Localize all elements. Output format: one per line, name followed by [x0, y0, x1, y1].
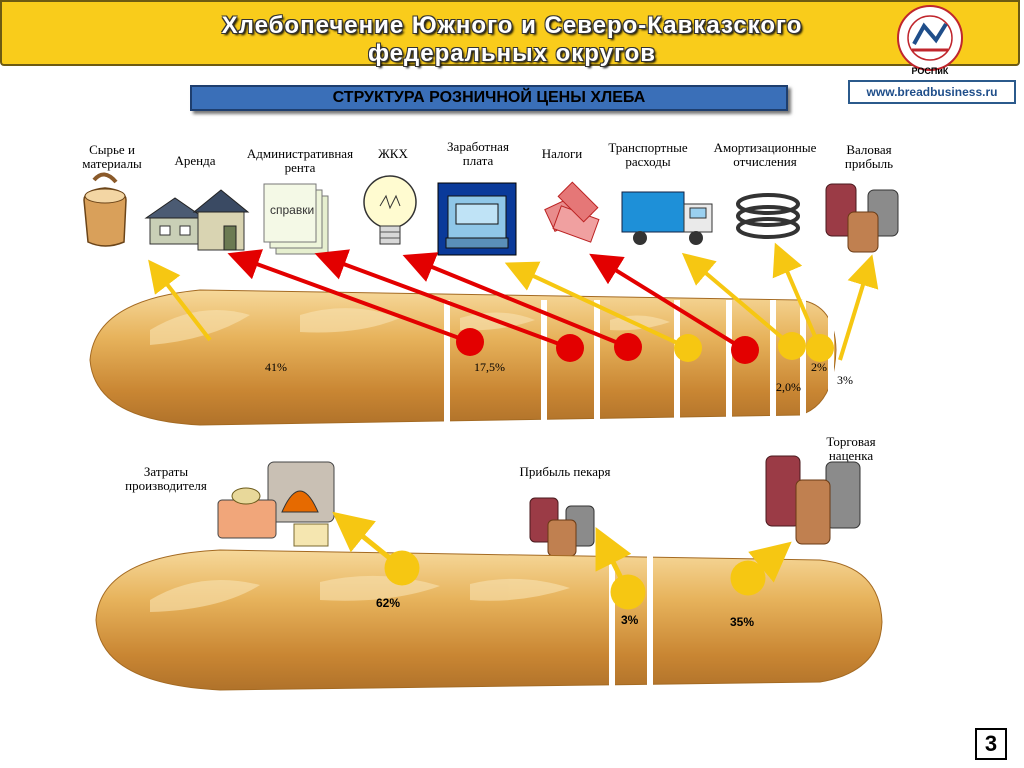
truck-icon [621, 191, 713, 245]
raw-materials-icon [83, 172, 127, 247]
pct-rent: 17,5% [474, 360, 505, 374]
spring-icon [736, 193, 800, 239]
pct-depreciation-share: 2% [811, 360, 827, 374]
section-title: СТРУКТУРА РОЗНИЧНОЙ ЦЕНЫ ХЛЕБА [190, 85, 788, 111]
pct-bakery-profit: 3% [621, 613, 639, 627]
top-arrows [148, 242, 879, 364]
top-bread [89, 289, 837, 430]
site-link[interactable]: www.breadbusiness.ru [848, 80, 1016, 104]
label-bakery-profit: Прибыль пекаря [519, 464, 611, 479]
documents-icon: справки [263, 183, 329, 255]
cash-register-icon [437, 182, 517, 256]
bottom-arrows [332, 511, 792, 610]
label-rent: Аренда [174, 153, 216, 168]
coin-stack-large-icon [765, 455, 861, 545]
header-banner: Хлебопечение Южного и Северо-Кавказского… [0, 0, 1020, 68]
lightbulb-icon [363, 175, 417, 245]
money-icon [544, 181, 600, 243]
label-taxes: Налоги [541, 146, 583, 161]
rospik-logo: РОСПиК [897, 5, 963, 76]
pct-gross-profit: 3% [837, 373, 853, 387]
bottom-bread [95, 549, 883, 694]
coin-stack-small-icon [529, 497, 595, 557]
oven-icon [217, 461, 335, 547]
house-icon [144, 189, 250, 251]
page-title: Хлебопечение Южного и Северо-Кавказского… [122, 12, 902, 68]
pct-trade-markup: 35% [730, 615, 755, 629]
pct-raw-materials: 41% [265, 360, 287, 374]
label-utilities: ЖКХ [378, 146, 408, 161]
pct-depreciation: 2,0% [776, 380, 801, 394]
documents-text: справки [270, 203, 314, 217]
logo-text: РОСПиК [912, 66, 949, 76]
title-line-1: Хлебопечение Южного и Северо-Кавказского [221, 12, 803, 39]
coin-stack-icon [825, 183, 899, 253]
pct-producer-costs: 62% [376, 596, 401, 610]
title-line-2: федеральных округов [367, 40, 657, 67]
page-number: 3 [975, 728, 1007, 760]
